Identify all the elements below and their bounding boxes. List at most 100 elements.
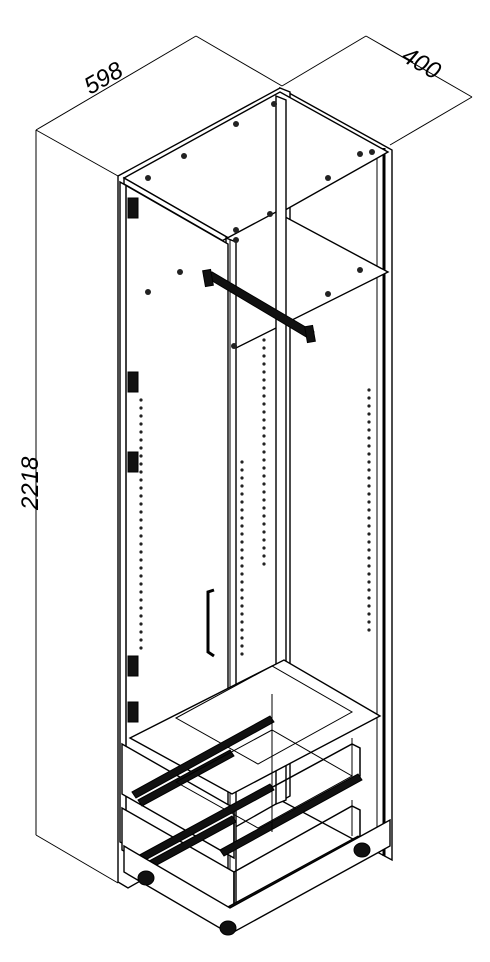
height-dimension-label: 2218 <box>17 456 44 511</box>
pin-hole <box>240 516 244 520</box>
pin-hole <box>262 338 266 342</box>
pin-hole <box>262 394 266 398</box>
pin-hole <box>139 406 143 410</box>
pin-hole <box>262 434 266 438</box>
pin-hole <box>139 438 143 442</box>
shelf-pin-holes <box>139 338 371 656</box>
hinge-icon <box>127 701 139 723</box>
pin-hole <box>367 396 371 400</box>
pin-hole <box>367 508 371 512</box>
pin-hole <box>139 446 143 450</box>
pin-hole <box>262 506 266 510</box>
pin-hole <box>240 644 244 648</box>
pin-hole <box>240 580 244 584</box>
pin-hole <box>240 548 244 552</box>
pin-hole <box>367 580 371 584</box>
pin-hole <box>262 378 266 382</box>
pin-hole <box>262 522 266 526</box>
dimension-lines <box>35 35 473 884</box>
pin-hole <box>139 526 143 530</box>
pin-hole <box>367 588 371 592</box>
pin-hole <box>139 510 143 514</box>
cam-connectors <box>145 101 375 349</box>
pin-hole <box>367 420 371 424</box>
width-dimension-label: 598 <box>80 56 129 100</box>
pin-hole <box>262 538 266 542</box>
pin-hole <box>262 450 266 454</box>
pin-hole <box>139 486 143 490</box>
pin-hole <box>139 606 143 610</box>
foot-icon <box>219 920 237 936</box>
pin-hole <box>139 518 143 522</box>
pin-hole <box>240 556 244 560</box>
pin-hole <box>240 596 244 600</box>
pin-hole <box>139 534 143 538</box>
hanging-rail <box>202 268 316 344</box>
plinth <box>123 818 391 935</box>
pin-hole <box>240 484 244 488</box>
pin-hole <box>262 418 266 422</box>
pin-hole <box>240 540 244 544</box>
pin-hole <box>262 474 266 478</box>
pin-hole <box>262 362 266 366</box>
pin-hole <box>367 468 371 472</box>
pin-hole <box>139 630 143 634</box>
pin-hole <box>139 598 143 602</box>
pin-hole <box>262 554 266 558</box>
pin-hole <box>139 494 143 498</box>
pin-hole <box>262 530 266 534</box>
pin-hole <box>240 460 244 464</box>
pin-hole <box>367 620 371 624</box>
pin-hole <box>240 612 244 616</box>
pin-hole <box>262 562 266 566</box>
pin-hole <box>139 574 143 578</box>
pin-hole <box>240 572 244 576</box>
pin-hole <box>240 604 244 608</box>
pin-hole <box>262 346 266 350</box>
pin-hole <box>139 430 143 434</box>
pin-hole <box>139 462 143 466</box>
pin-hole <box>262 442 266 446</box>
pin-hole <box>262 490 266 494</box>
depth-dimension-label: 400 <box>397 42 446 86</box>
adjustable-feet <box>137 842 371 936</box>
pin-hole <box>139 550 143 554</box>
pin-hole <box>240 468 244 472</box>
pin-hole <box>240 636 244 640</box>
pin-hole <box>367 452 371 456</box>
pin-hole <box>367 428 371 432</box>
pin-hole <box>139 454 143 458</box>
pin-hole <box>367 444 371 448</box>
pin-hole <box>240 524 244 528</box>
pin-hole <box>367 412 371 416</box>
hinges <box>127 197 139 723</box>
pin-hole <box>262 498 266 502</box>
pin-hole <box>367 548 371 552</box>
pin-hole <box>139 398 143 402</box>
pin-hole <box>367 628 371 632</box>
pin-hole <box>367 460 371 464</box>
top-panel <box>122 91 390 248</box>
hinge-icon <box>127 655 139 677</box>
pin-hole <box>367 476 371 480</box>
pin-hole <box>240 652 244 656</box>
pin-hole <box>367 612 371 616</box>
pin-hole <box>240 564 244 568</box>
pin-hole <box>139 542 143 546</box>
pin-hole <box>262 386 266 390</box>
door-handle <box>206 588 215 658</box>
pin-hole <box>367 516 371 520</box>
pin-hole <box>262 514 266 518</box>
pin-hole <box>240 508 244 512</box>
pin-hole <box>367 556 371 560</box>
pin-hole <box>240 476 244 480</box>
pin-hole <box>367 436 371 440</box>
pin-hole <box>367 540 371 544</box>
hinge-icon <box>127 451 139 473</box>
pin-hole <box>262 426 266 430</box>
pin-hole <box>262 370 266 374</box>
pin-hole <box>367 484 371 488</box>
pin-hole <box>139 638 143 642</box>
pin-hole <box>262 546 266 550</box>
pin-hole <box>139 590 143 594</box>
